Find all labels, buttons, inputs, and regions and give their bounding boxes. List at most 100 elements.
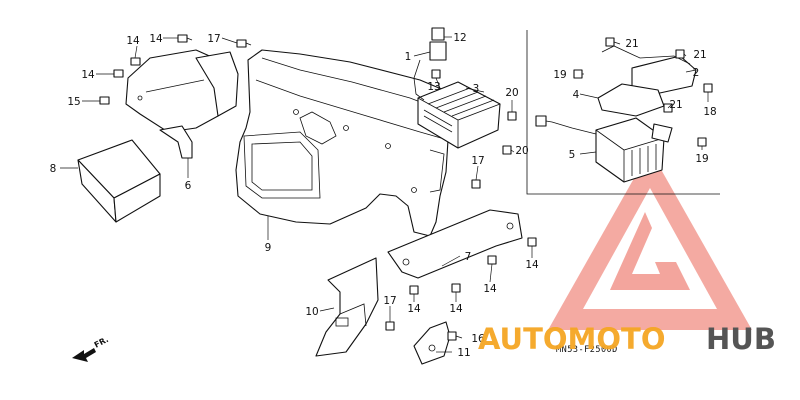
callout-2: 2 — [693, 67, 700, 79]
bracket-arm — [387, 209, 523, 279]
part-11-bracket — [413, 321, 451, 365]
inset-border — [526, 30, 720, 195]
callout-1: 1 — [405, 51, 412, 63]
bolt-icon — [99, 96, 110, 105]
callout-14: 14 — [81, 69, 95, 81]
side-bracket-edge — [339, 303, 367, 327]
hole — [506, 222, 514, 230]
callout-12: 12 — [453, 32, 466, 44]
callout-7: 7 — [465, 251, 472, 263]
bolt-icon — [527, 237, 537, 247]
callout-6: 6 — [185, 180, 192, 192]
bolt-icon — [447, 331, 457, 341]
bracket-side — [195, 51, 239, 117]
callout-17: 17 — [383, 295, 396, 307]
bolt-icon — [605, 37, 615, 47]
license-recess-inner — [251, 141, 313, 191]
callout-4: 4 — [573, 89, 580, 101]
hole — [293, 109, 299, 115]
hole — [385, 143, 391, 149]
callout-14: 14 — [449, 303, 463, 315]
watermark-text-hub: HUB — [706, 322, 776, 356]
hole — [343, 125, 349, 131]
hole — [411, 187, 417, 193]
unit-fins — [631, 144, 657, 176]
callout-15: 15 — [67, 96, 80, 108]
callout-11: 11 — [457, 347, 470, 359]
hole — [137, 95, 143, 101]
callout-labels: 14 14 17 14 15 8 6 9 1 12 13 3 20 20 17 … — [50, 32, 717, 359]
bolt-icon — [675, 49, 685, 59]
side-bracket — [315, 257, 379, 357]
license-recess — [243, 131, 321, 199]
connector-1 — [429, 41, 447, 61]
callout-19: 19 — [553, 69, 566, 81]
center-boss — [299, 111, 337, 145]
bolt-icon — [113, 69, 124, 78]
bolt-icon — [502, 145, 512, 155]
callout-18: 18 — [703, 106, 716, 118]
bolt-icon — [573, 69, 583, 79]
inset-parts — [535, 45, 697, 183]
callout-21: 21 — [625, 38, 638, 50]
callout-14: 14 — [525, 259, 539, 271]
bolt-icon — [703, 83, 713, 93]
callout-20: 20 — [505, 87, 518, 99]
bolt-icon — [409, 285, 419, 295]
part-7-bracket — [387, 209, 523, 279]
callout-21: 21 — [669, 99, 682, 111]
side-tab — [429, 149, 445, 193]
bolt-icon — [697, 137, 707, 147]
callout-14: 14 — [149, 33, 163, 45]
callout-14: 14 — [407, 303, 421, 315]
fender-ridge-2 — [255, 79, 449, 141]
part-5-unit — [595, 117, 665, 183]
bracket-foot — [159, 125, 193, 159]
part-10-bracket — [315, 257, 379, 357]
slot — [335, 317, 349, 327]
fasteners — [99, 34, 713, 341]
callout-14: 14 — [126, 35, 140, 47]
unit-edges — [595, 129, 665, 182]
front-direction-arrow-icon: FR. — [72, 335, 110, 362]
bolt-icon — [385, 321, 395, 331]
callout-16: 16 — [471, 333, 485, 345]
bolt-icon — [177, 34, 193, 43]
part-4-stay — [597, 83, 665, 117]
callout-3: 3 — [473, 83, 480, 95]
reg-fins — [423, 87, 495, 133]
diagram-code: MN53-F2500D — [556, 345, 618, 355]
unit-connector — [535, 115, 547, 127]
callout-20: 20 — [515, 145, 528, 157]
bolt-icon — [507, 111, 517, 121]
bolt-icon — [487, 255, 497, 265]
callout-21: 21 — [693, 49, 706, 61]
watermark-text-automoto: AUTOMOTO — [478, 322, 665, 356]
callout-19: 19 — [695, 153, 708, 165]
bolt-icon — [451, 283, 461, 293]
reg-wire — [413, 59, 425, 101]
callout-13: 13 — [427, 81, 440, 93]
unit-wire — [539, 119, 597, 135]
guard-side — [113, 173, 161, 223]
connector-12 — [431, 27, 445, 41]
leader-lines — [60, 36, 709, 353]
inset-clamp — [651, 123, 673, 143]
small-bracket — [413, 321, 451, 365]
callout-17: 17 — [207, 33, 220, 45]
hole — [428, 344, 436, 352]
bracket-crease — [145, 79, 205, 93]
callout-5: 5 — [569, 149, 576, 161]
hole — [402, 258, 410, 266]
callout-8: 8 — [50, 163, 57, 175]
callout-9: 9 — [265, 242, 272, 254]
part-3-regulator — [413, 27, 501, 149]
callout-10: 10 — [305, 306, 318, 318]
part-8-splash-guard — [77, 139, 161, 223]
bolt-icon — [471, 179, 481, 189]
bolt-icon — [431, 69, 441, 79]
bolt-icon — [236, 39, 252, 48]
watermark-logo — [548, 150, 752, 330]
